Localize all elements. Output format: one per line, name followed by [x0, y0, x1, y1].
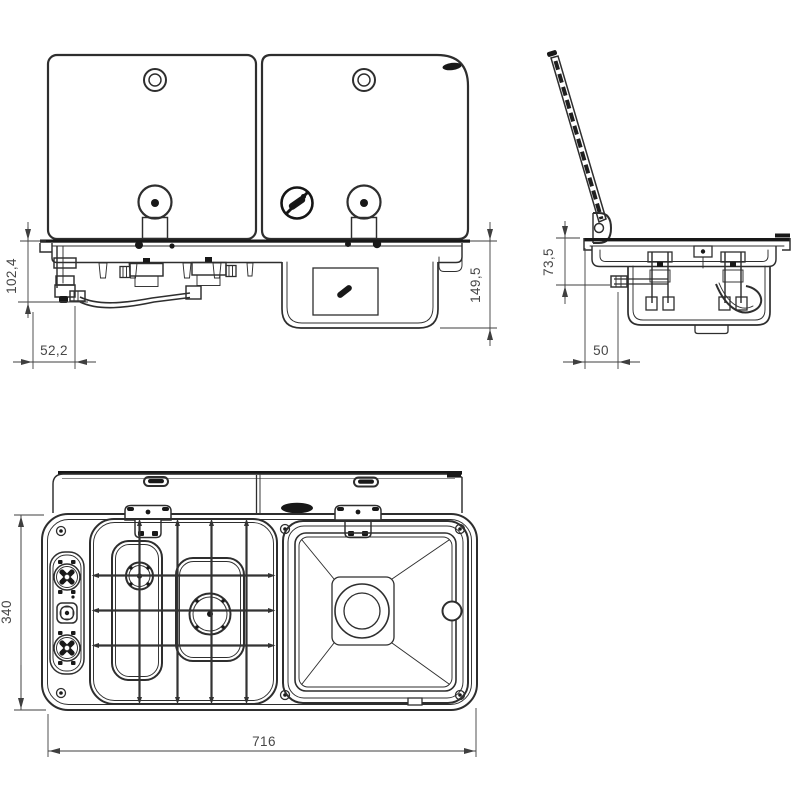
hob — [89, 518, 278, 705]
screw-icon — [169, 243, 175, 249]
screw-icon — [345, 241, 351, 247]
dim-side-mount-depth: 73,5 — [541, 221, 610, 304]
brand-logo-icon — [281, 502, 313, 514]
lid-hinge-icon — [592, 212, 613, 244]
dim-front-mount-depth: 102,4 — [4, 222, 88, 318]
left-lid — [46, 53, 258, 241]
control-panel — [49, 551, 85, 675]
control-knob-icon — [53, 560, 81, 594]
side-view: 73,5 50 — [541, 50, 791, 369]
unit-body-front — [39, 239, 470, 329]
gas-valve — [191, 257, 237, 286]
lid-latch — [137, 184, 173, 240]
dim-label-front-overall-height: 149,5 — [468, 267, 483, 303]
dim-label-plan-depth: 340 — [0, 600, 14, 624]
open-lid — [546, 50, 607, 224]
gas-hose — [715, 283, 763, 314]
do-not-cut-warning-icon — [280, 186, 314, 220]
label-plate — [312, 267, 379, 316]
plan-view: 340 716 — [0, 471, 478, 757]
lid-hole-icon — [143, 68, 167, 92]
lid-latch — [346, 184, 382, 240]
lid-handle-icon — [143, 476, 169, 487]
gas-valve — [119, 258, 164, 287]
dim-plan-depth: 340 — [0, 514, 46, 711]
gas-pipe — [79, 285, 202, 309]
gas-regulator — [53, 245, 86, 303]
unit-body-side — [583, 233, 791, 335]
burner-icon — [188, 592, 232, 636]
dim-label-side-mount-depth: 73,5 — [541, 248, 556, 276]
lid-hole-icon — [352, 68, 376, 92]
dim-label-side-gas-offset: 50 — [593, 343, 609, 358]
sink-edge-tab — [407, 697, 423, 706]
front-view: 102,4 52,2 149,5 — [4, 53, 497, 369]
screw-icon — [55, 687, 67, 699]
drain-icon — [334, 583, 390, 639]
gas-inlet-pipe — [610, 275, 668, 288]
tap-hole-icon — [441, 600, 463, 622]
lid-hinge-icon — [124, 504, 172, 539]
pen-mark-icon — [337, 285, 352, 298]
dim-label-front-mount-depth: 102,4 — [4, 258, 19, 294]
dim-plan-width: 716 — [47, 708, 477, 757]
burner-mount — [645, 251, 675, 311]
sink-plan — [282, 520, 469, 706]
dim-label-front-gas-offset: 52,2 — [40, 343, 68, 358]
folded-lids-strip — [52, 471, 463, 514]
brand-logo-icon — [442, 62, 462, 71]
worktop — [41, 513, 478, 711]
dim-label-plan-width: 716 — [252, 734, 276, 749]
burner-mount — [718, 251, 748, 311]
dim-side-gas-offset: 50 — [563, 248, 640, 369]
right-lid — [260, 53, 470, 241]
pan-support-grid — [91, 518, 276, 705]
ignition-button-icon — [56, 602, 78, 624]
sink-bowl-front — [281, 261, 439, 329]
screw-icon — [135, 241, 143, 249]
control-knob-icon — [53, 631, 81, 665]
dim-front-overall-height: 149,5 — [440, 222, 497, 346]
screw-icon — [55, 525, 67, 537]
dim-front-gas-offset: 52,2 — [13, 306, 96, 369]
lid-handle-icon — [353, 476, 379, 488]
lid-end-tab — [447, 473, 461, 478]
screw-icon — [372, 239, 382, 249]
